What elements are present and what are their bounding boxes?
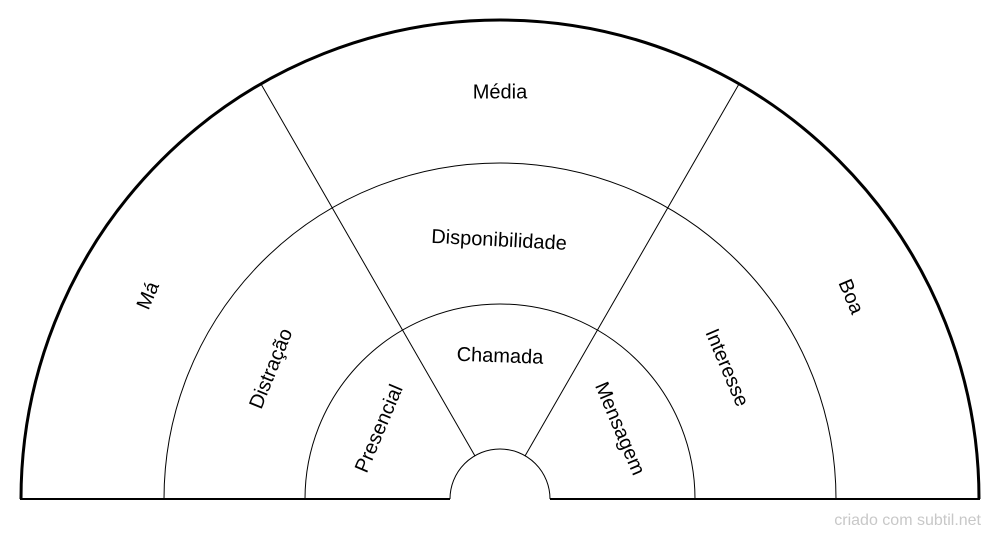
divider-right bbox=[524, 83, 740, 457]
label-mensagem: Mensagem bbox=[590, 379, 649, 479]
label-media: Média bbox=[473, 81, 528, 103]
label-chamada: Chamada bbox=[456, 344, 544, 369]
label-ma: Má bbox=[133, 278, 164, 313]
label-distracao: Distração bbox=[245, 325, 297, 412]
label-boa: Boa bbox=[834, 276, 868, 318]
inner-ring-arc bbox=[304, 303, 696, 500]
credit-watermark: criado com subtil.net bbox=[834, 512, 981, 529]
center-hub-arc bbox=[449, 448, 551, 500]
outer-ring-arc bbox=[19, 18, 981, 500]
label-interesse: Interesse bbox=[700, 326, 752, 410]
divider-left bbox=[260, 83, 476, 457]
label-disponibilidade: Disponibilidade bbox=[431, 226, 568, 255]
middle-ring-arc bbox=[163, 162, 837, 500]
label-presencial: Presencial bbox=[351, 381, 408, 476]
